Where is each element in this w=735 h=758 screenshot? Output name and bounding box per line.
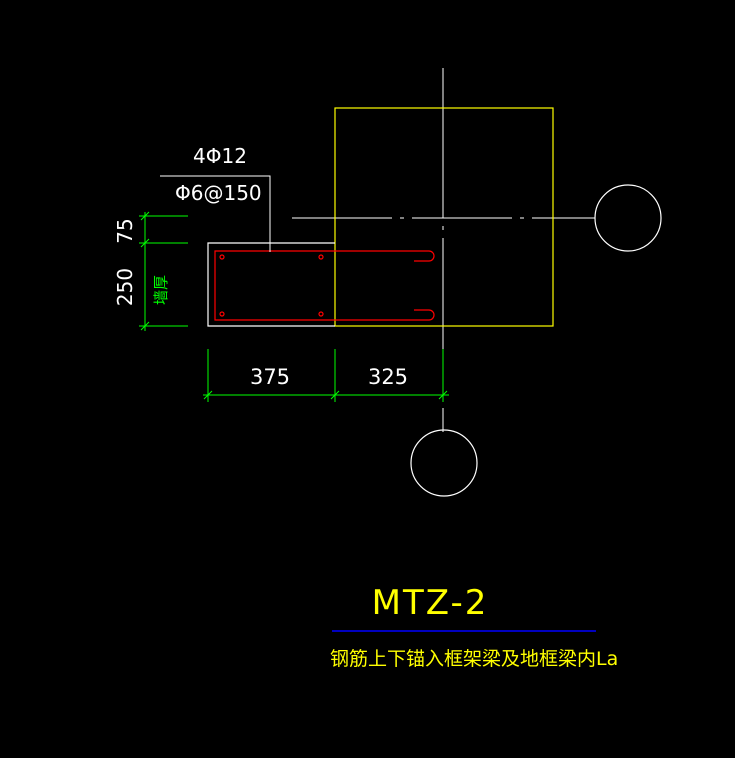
axis-bubbles [410,184,662,497]
dim-325-label: 325 [368,365,408,389]
dim-75-label: 75 [113,218,137,243]
wall-outline [207,242,335,327]
drawing-note: 钢筋上下锚入框架梁及地框梁内La [330,648,618,670]
wall-rect [207,242,335,327]
rebar-stirrup-label: Φ6@150 [175,181,262,205]
rebar-dot-2 [318,254,324,260]
dim-250-label: 250 [113,268,137,306]
main-column-rect [334,107,554,327]
column-outline [334,107,554,327]
rebar-dot-4 [318,311,324,317]
hdim-tick-mid [330,390,340,400]
dim-375-label: 375 [250,365,290,389]
axis-bubble-bottom [410,429,478,497]
hdim-tick-left [203,390,213,400]
rebar-dot-3 [219,311,225,317]
hdim-tick-right [438,390,448,400]
stirrup-hook-top [414,250,435,262]
drawing-title: MTZ-2 [372,583,489,623]
stirrup-hook-bottom [414,309,435,321]
stirrup-outline [214,250,429,321]
rebar-dot-1 [219,254,225,260]
axis-bubble-right [594,184,662,252]
wall-thickness-label: 墙厚 [152,275,170,305]
leader-line [160,175,271,252]
rebar-main-label: 4Φ12 [193,144,247,168]
vertical-dimension [139,211,188,331]
vdim-tick-top [140,211,150,221]
horizontal-dimension [203,349,449,402]
rebar-leader [160,175,271,252]
vdim-tick-bottom [140,321,150,331]
rebar-group [214,250,435,321]
vdim-tick-mid [140,238,150,248]
